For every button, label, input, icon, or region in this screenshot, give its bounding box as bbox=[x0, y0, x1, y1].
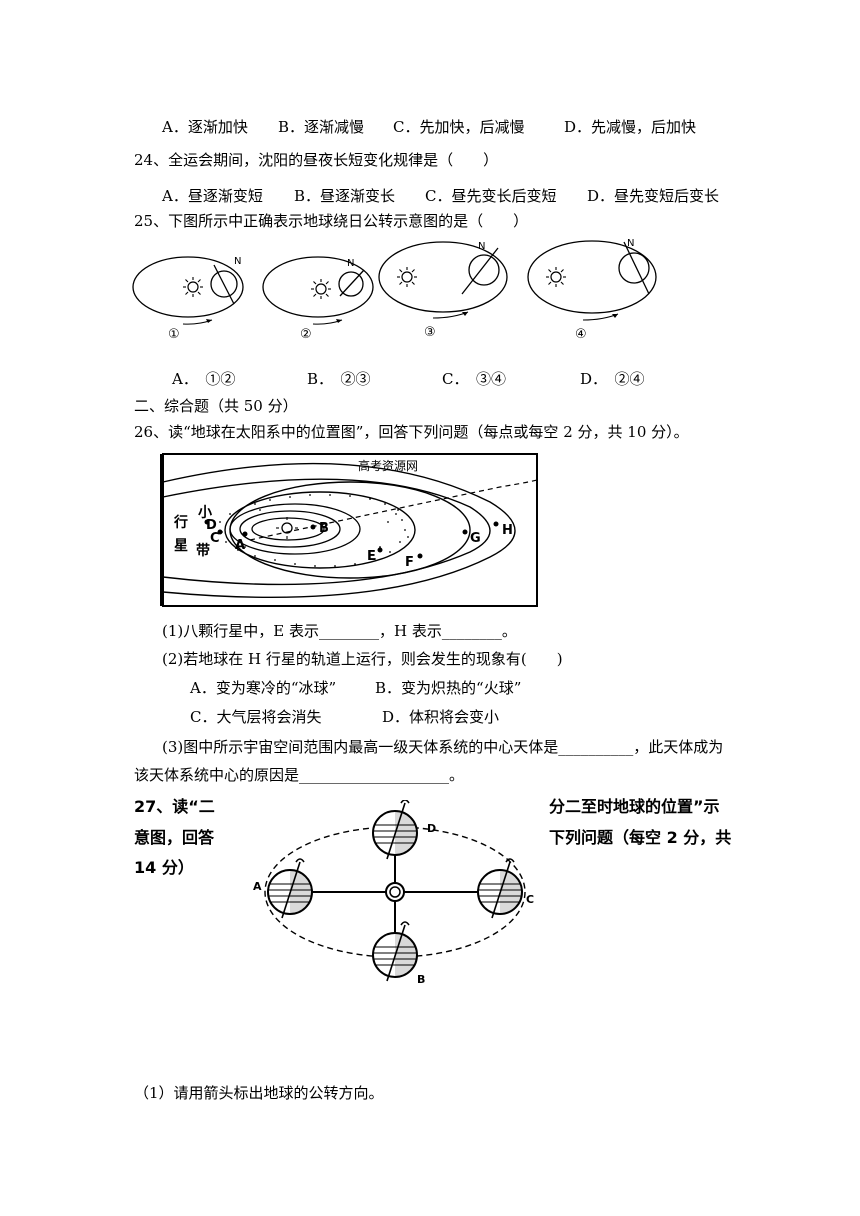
q23-option-d: D．先减慢，后加快 bbox=[564, 118, 697, 136]
svg-text:N: N bbox=[627, 238, 634, 249]
q27-stem-right-2: 下列问题（每空 2 分，共 bbox=[549, 828, 732, 847]
figure-label-3: ③ bbox=[424, 325, 436, 340]
asteroid-belt-label: 小 行 星 带 bbox=[173, 505, 212, 559]
point-label-g: G bbox=[470, 531, 481, 546]
asteroid-belt bbox=[219, 494, 409, 567]
point-label-d: D bbox=[206, 518, 217, 533]
orbit-figure-1: N ① bbox=[132, 256, 244, 342]
sun-icon bbox=[276, 517, 298, 539]
q27-stem-left-3: 14 分） bbox=[134, 858, 194, 877]
orbit-figure-3: N ③ bbox=[378, 241, 508, 340]
q24-option-a: A．昼逐渐变短 bbox=[162, 187, 263, 205]
q26-sub2-option-b: B．变为炽热的“火球” bbox=[375, 679, 522, 697]
q27-stem-right-1: 分二至时地球的位置”示 bbox=[549, 797, 720, 816]
orbit-figure-2: N ② bbox=[262, 256, 374, 342]
q26-sub1: (1)八颗行星中，E 表示________，H 表示________。 bbox=[162, 622, 517, 640]
figure-label-2: ② bbox=[300, 327, 312, 342]
q24-option-c: C．昼先变长后变短 bbox=[425, 187, 557, 205]
q27-sub1: （1）请用箭头标出地球的公转方向。 bbox=[134, 1084, 384, 1102]
figure-label-1: ① bbox=[168, 327, 180, 342]
q26-stem: 26、读“地球在太阳系中的位置图”，回答下列问题（每点或每空 2 分，共 10 … bbox=[134, 423, 689, 441]
position-label-b: B bbox=[417, 973, 425, 985]
solstice-equinox-figure: A B C D bbox=[253, 800, 534, 985]
q26-sub2-option-d: D．体积将会变小 bbox=[382, 708, 500, 726]
svg-text:N: N bbox=[234, 256, 241, 267]
watermark: 高考资源网 bbox=[358, 458, 418, 473]
q25-option-a: A． ①② bbox=[172, 370, 236, 388]
position-label-d: D bbox=[427, 822, 436, 835]
q25-option-d: D． ②④ bbox=[580, 370, 645, 388]
q23-option-a: A．逐渐加快 bbox=[162, 118, 248, 136]
position-label-c: C bbox=[526, 893, 534, 906]
q26-sub3-line2: 该天体系统中心的原因是____________________。 bbox=[134, 766, 465, 784]
orbit-figure-4: N ④ bbox=[527, 238, 657, 342]
sun-icon bbox=[385, 882, 405, 902]
q26-sub2: (2)若地球在 H 行星的轨道上运行，则会发生的现象有( ) bbox=[162, 650, 563, 668]
q23-option-b: B．逐渐减慢 bbox=[278, 118, 365, 136]
q25-orbit-figures: N ① N ② N ③ N ④ bbox=[132, 238, 657, 342]
svg-text:带: 带 bbox=[196, 543, 210, 559]
q24-option-b: B．昼逐渐变长 bbox=[294, 187, 396, 205]
q23-option-c: C．先加快，后减慢 bbox=[393, 118, 525, 136]
point-label-b: B bbox=[319, 521, 329, 536]
q27-stem-left-2: 意图，回答 bbox=[134, 828, 215, 847]
solar-system-figure: A B C D E F G H 小 行 星 带 高考资源网 bbox=[160, 453, 538, 607]
svg-text:星: 星 bbox=[174, 538, 188, 554]
point-label-f: F bbox=[405, 555, 414, 570]
q26-sub3-line1: (3)图中所示宇宙空间范围内最高一级天体系统的中心天体是__________，此… bbox=[162, 738, 724, 756]
section-heading: 二、综合题（共 50 分） bbox=[134, 397, 298, 415]
svg-text:N: N bbox=[347, 258, 354, 269]
svg-text:小: 小 bbox=[198, 505, 212, 521]
point-label-h: H bbox=[502, 523, 513, 538]
svg-text:N: N bbox=[478, 241, 485, 252]
q27-stem-left-1: 27、读“二 bbox=[134, 797, 215, 816]
position-label-a: A bbox=[253, 880, 262, 893]
earth-position-d bbox=[372, 800, 418, 860]
q25-option-c: C． ③④ bbox=[442, 370, 506, 388]
figure-label-4: ④ bbox=[575, 327, 587, 342]
q25-stem: 25、下图所示中正确表示地球绕日公转示意图的是（ ） bbox=[134, 212, 529, 230]
q25-option-b: B． ②③ bbox=[307, 370, 371, 388]
q24-option-d: D．昼先变短后变长 bbox=[587, 187, 720, 205]
q26-sub2-option-c: C．大气层将会消失 bbox=[190, 708, 322, 726]
point-label-a: A bbox=[235, 538, 245, 553]
q26-sub2-option-a: A．变为寒冷的“冰球” bbox=[190, 679, 337, 697]
point-label-c: C bbox=[210, 531, 220, 546]
svg-text:行: 行 bbox=[173, 514, 188, 531]
q24-stem: 24、全运会期间，沈阳的昼夜长短变化规律是（ ） bbox=[134, 151, 499, 169]
point-label-e: E bbox=[367, 549, 376, 564]
